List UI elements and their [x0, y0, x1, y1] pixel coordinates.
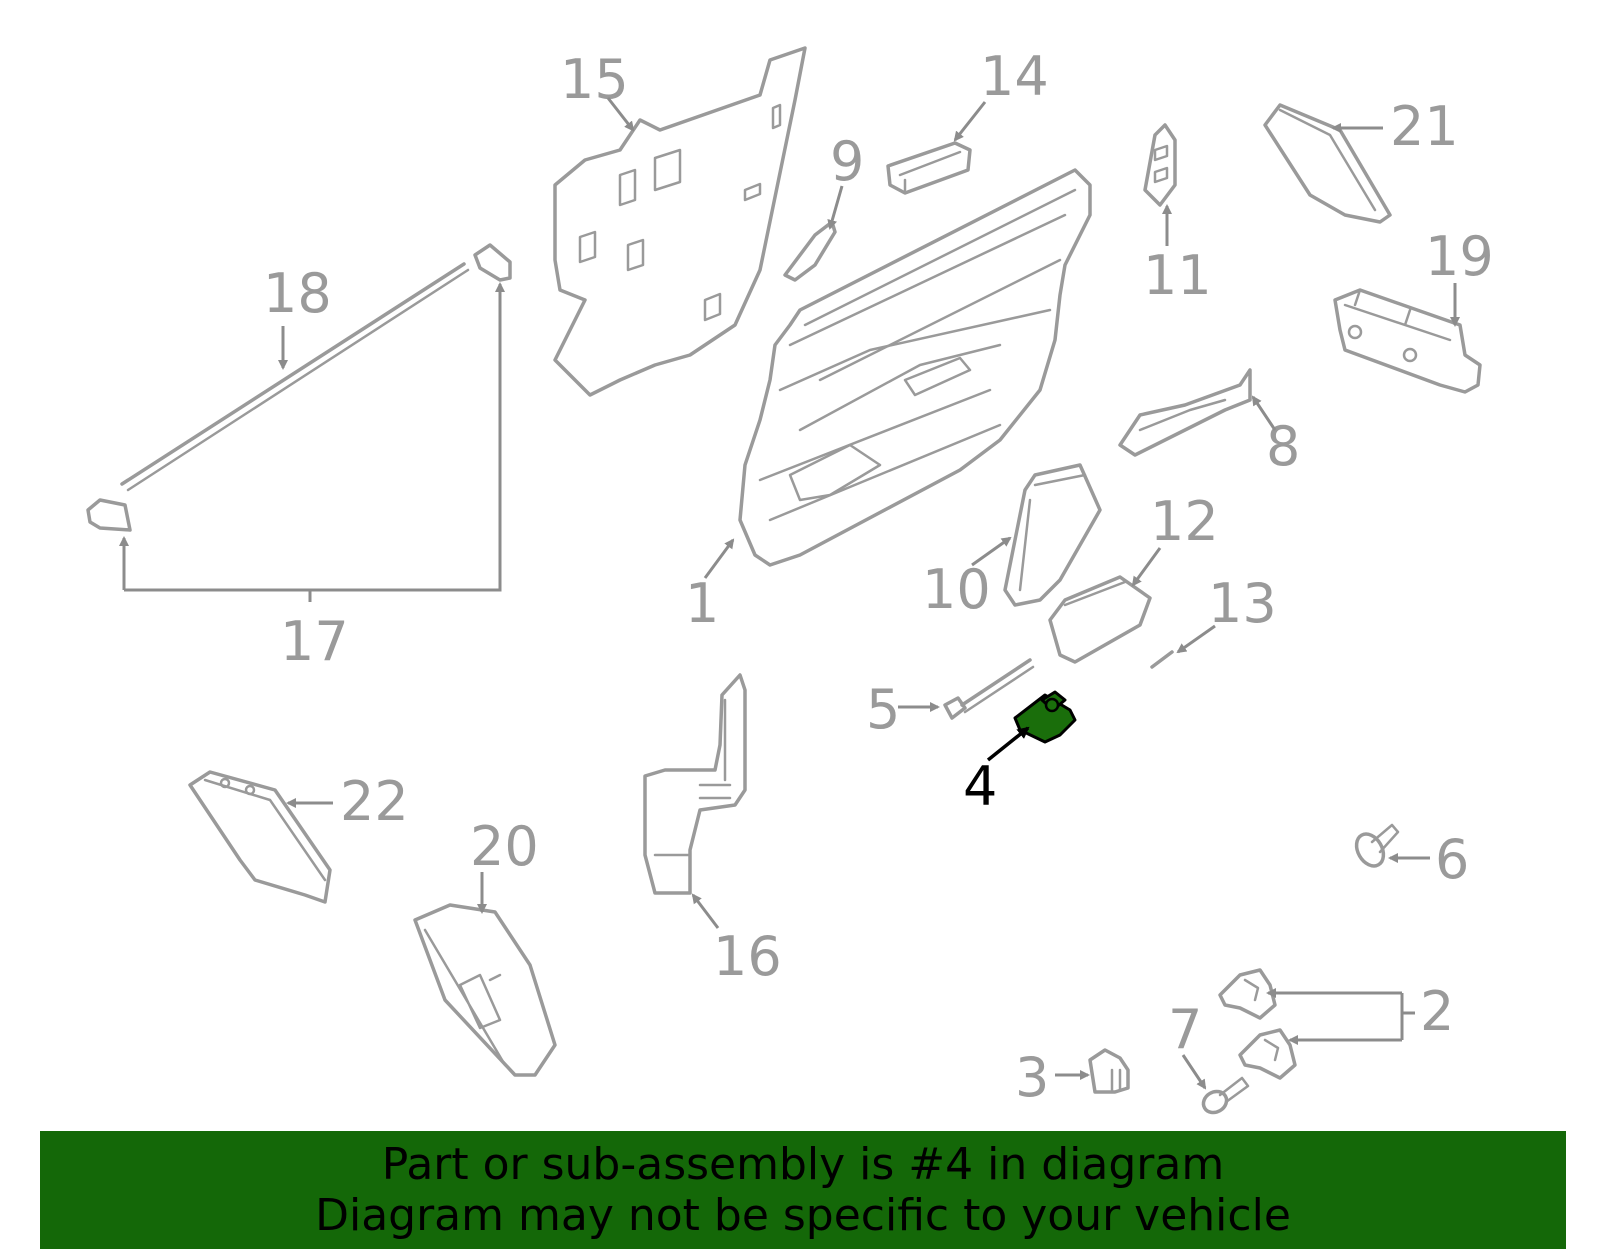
part-4-clip-nut-highlighted [1013, 690, 1077, 744]
part-17-end-cap-lower [86, 498, 132, 532]
part-19-switch-housing [1333, 288, 1482, 394]
svg-text:21: 21 [1390, 95, 1459, 158]
svg-text:17: 17 [280, 610, 349, 673]
part-3-cap [1088, 1048, 1130, 1094]
callout-10: 10 [922, 536, 1012, 621]
callout-20: 20 [470, 815, 539, 914]
part-12-switch-panel [1048, 575, 1152, 664]
svg-text:14: 14 [980, 45, 1049, 108]
callout-16: 16 [691, 893, 782, 988]
svg-text:3: 3 [1015, 1046, 1049, 1109]
part-21-pocket-trim [1263, 103, 1392, 224]
part-2-clip-upper [1218, 968, 1277, 1020]
part-10-speaker-grille [1003, 463, 1102, 607]
callout-8: 8 [1251, 395, 1300, 478]
part-5-bolt [943, 658, 1035, 720]
callout-5: 5 [866, 678, 940, 741]
part-1-door-trim-panel [738, 168, 1092, 567]
callout-19: 19 [1425, 225, 1494, 327]
svg-text:13: 13 [1208, 572, 1277, 635]
part-2-clip-lower [1238, 1028, 1297, 1080]
part-9-trim-piece [783, 220, 837, 282]
callout-13: 13 [1176, 572, 1277, 654]
part-20-window-switch [413, 903, 557, 1077]
banner-line-1: Part or sub-assembly is #4 in diagram [381, 1139, 1225, 1190]
callout-14: 14 [953, 45, 1049, 142]
svg-text:18: 18 [263, 262, 332, 325]
svg-text:6: 6 [1435, 828, 1469, 891]
part-16-latch-bracket [643, 673, 747, 895]
svg-text:10: 10 [922, 558, 991, 621]
callout-9: 9 [827, 130, 864, 230]
svg-text:11: 11 [1143, 244, 1212, 307]
callout-22: 22 [286, 770, 409, 833]
svg-text:9: 9 [830, 130, 864, 193]
part-7-screw [1201, 1076, 1250, 1115]
part-18-strip [120, 262, 470, 492]
svg-text:12: 12 [1150, 490, 1219, 553]
svg-text:15: 15 [560, 48, 629, 111]
callout-4-highlighted: 4 [963, 726, 1030, 818]
svg-text:4: 4 [963, 755, 997, 818]
callout-21: 21 [1331, 95, 1459, 158]
svg-text:22: 22 [340, 770, 409, 833]
callout-17: 17 [119, 282, 505, 673]
part-14-switch-bezel [886, 141, 972, 195]
svg-text:1: 1 [685, 572, 719, 635]
callout-15: 15 [560, 48, 635, 132]
callout-7: 7 [1168, 998, 1207, 1090]
callout-2: 2 [1266, 980, 1454, 1045]
part-15-door-panel-backing [553, 46, 807, 397]
part-13-pin [1150, 650, 1174, 669]
svg-text:7: 7 [1168, 998, 1202, 1061]
callout-1: 1 [685, 538, 735, 635]
callout-11: 11 [1143, 204, 1212, 307]
info-banner: Part or sub-assembly is #4 in diagram Di… [40, 1131, 1566, 1249]
svg-text:19: 19 [1425, 225, 1494, 288]
callout-3: 3 [1015, 1046, 1090, 1109]
callout-6: 6 [1388, 828, 1469, 891]
callout-18: 18 [263, 262, 332, 370]
part-22-pocket-cover [188, 770, 332, 904]
callout-12: 12 [1131, 490, 1219, 587]
svg-text:5: 5 [866, 678, 900, 741]
part-11-mirror-switch [1143, 123, 1177, 207]
svg-text:16: 16 [713, 925, 782, 988]
part-17-end-cap-upper [473, 243, 512, 282]
svg-text:2: 2 [1420, 980, 1454, 1043]
svg-text:20: 20 [470, 815, 539, 878]
part-6-push-pin [1354, 823, 1400, 868]
banner-line-2: Diagram may not be specific to your vehi… [315, 1190, 1291, 1241]
part-8-bracket [1118, 368, 1252, 457]
